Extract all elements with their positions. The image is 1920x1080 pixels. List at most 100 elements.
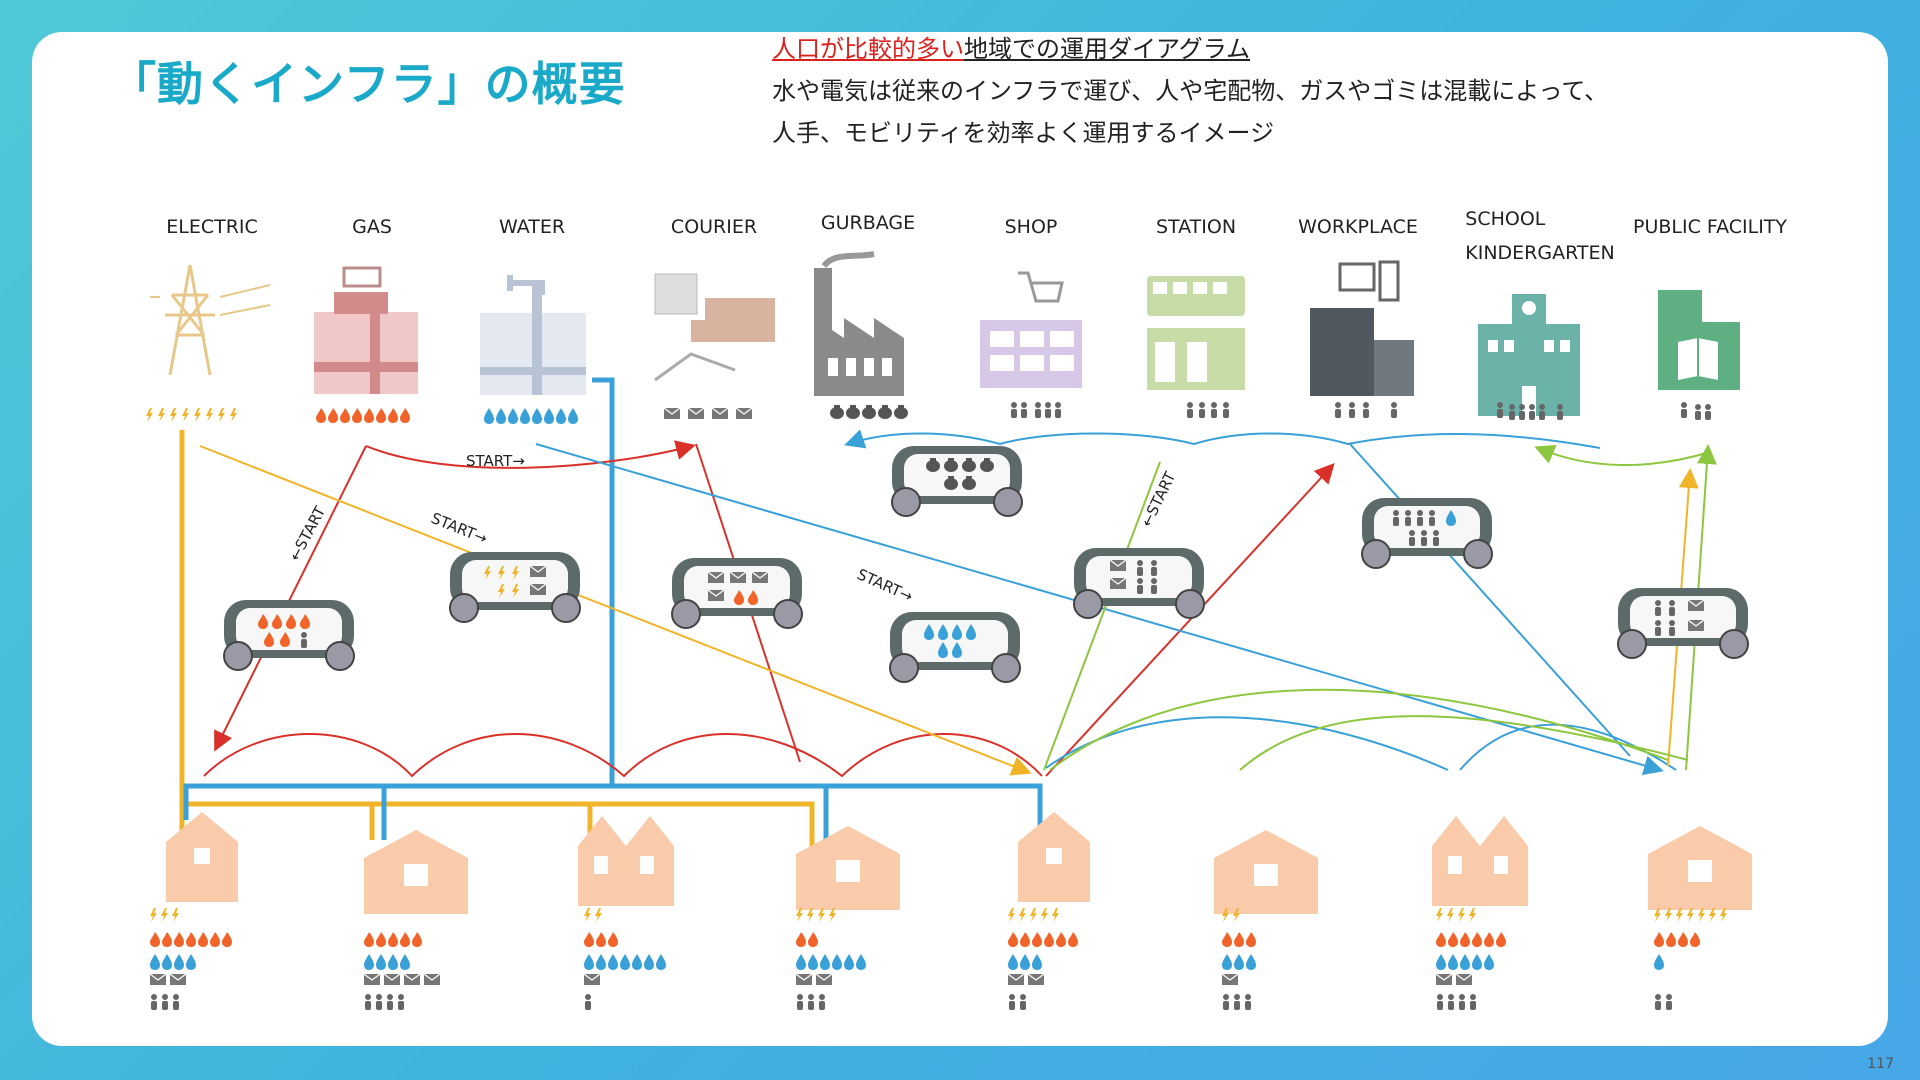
person-glyph xyxy=(376,994,382,1010)
flame-glyph xyxy=(1666,932,1676,947)
flame-glyph xyxy=(608,932,618,947)
mail-glyph xyxy=(1221,973,1239,986)
flame-glyph xyxy=(1032,932,1042,947)
vehicle-electric-mail xyxy=(449,551,581,623)
flame-glyph xyxy=(1246,932,1256,947)
person-glyph xyxy=(808,994,814,1010)
flame-glyph xyxy=(1690,932,1700,947)
house-8 xyxy=(1648,826,1752,910)
drop-glyph xyxy=(608,954,618,970)
flame-glyph xyxy=(174,932,184,947)
vehicle-people-water xyxy=(1361,497,1493,569)
flame-glyph xyxy=(808,932,818,947)
flame-glyph xyxy=(150,932,160,947)
lightning-glyph xyxy=(150,908,157,922)
flame-glyph xyxy=(1008,932,1018,947)
lightning-glyph xyxy=(1709,908,1716,922)
person-glyph xyxy=(1470,994,1476,1010)
factory-icon xyxy=(814,251,904,396)
label-water: WATER xyxy=(498,216,566,238)
drop-glyph xyxy=(644,954,654,970)
drop-glyph xyxy=(1448,954,1458,970)
lightning-glyph xyxy=(1008,908,1015,922)
label-station: STATION xyxy=(1155,216,1237,238)
label-shop: SHOP xyxy=(1004,216,1058,238)
flame-glyph xyxy=(1448,932,1458,947)
lightning-glyph xyxy=(818,908,825,922)
flame-glyph xyxy=(364,932,374,947)
flame-glyph xyxy=(1496,932,1506,947)
drop-glyph xyxy=(1472,954,1482,970)
person-glyph xyxy=(585,994,591,1010)
drop-glyph xyxy=(364,954,374,970)
flame-glyph xyxy=(1472,932,1482,947)
drop-glyph xyxy=(808,954,818,970)
drop-glyph xyxy=(1436,954,1446,970)
lightning-glyph xyxy=(1665,908,1672,922)
label-school: SCHOOL KINDERGARTEN xyxy=(1465,202,1614,270)
mail-glyph xyxy=(423,973,441,986)
person-glyph xyxy=(1223,994,1229,1010)
lightning-glyph xyxy=(796,908,803,922)
drop-glyph xyxy=(150,954,160,970)
house-3 xyxy=(578,816,674,906)
school-icon xyxy=(1478,294,1580,416)
drop-glyph xyxy=(856,954,866,970)
drop-glyph xyxy=(796,954,806,970)
drop-glyph xyxy=(1020,954,1030,970)
mail-glyph xyxy=(815,973,833,986)
mail-glyph xyxy=(583,973,601,986)
top-resources xyxy=(146,402,1711,424)
flame-glyph xyxy=(1484,932,1494,947)
lightning-glyph xyxy=(829,908,836,922)
label-gurbage: GURBAGE xyxy=(820,212,916,234)
person-glyph xyxy=(162,994,168,1010)
flame-glyph xyxy=(1020,932,1030,947)
flame-glyph xyxy=(584,932,594,947)
drop-glyph xyxy=(1008,954,1018,970)
flame-glyph xyxy=(186,932,196,947)
lightning-glyph xyxy=(1698,908,1705,922)
flame-glyph xyxy=(412,932,422,947)
garbage-resources xyxy=(830,405,908,419)
shop-icon xyxy=(980,271,1082,388)
description-line-2: 水や電気は従来のインフラで運び、人や宅配物、ガスやゴミは混載によって、 xyxy=(772,77,1609,105)
drop-glyph xyxy=(174,954,184,970)
mail-glyph xyxy=(383,973,401,986)
person-glyph xyxy=(1009,994,1015,1010)
drop-glyph xyxy=(1654,954,1664,970)
person-glyph xyxy=(1655,994,1661,1010)
start-label: START→ xyxy=(429,509,490,548)
person-glyph xyxy=(365,994,371,1010)
lightning-glyph xyxy=(1469,908,1476,922)
delivery-truck-icon xyxy=(654,273,775,382)
house-5 xyxy=(1018,812,1090,902)
power-tower-icon xyxy=(150,264,271,376)
lightning-glyph xyxy=(1019,908,1026,922)
drop-glyph xyxy=(844,954,854,970)
drop-glyph xyxy=(376,954,386,970)
flame-glyph xyxy=(376,932,386,947)
flame-glyph xyxy=(1222,932,1232,947)
flame-glyph xyxy=(1460,932,1470,947)
library-icon xyxy=(1658,290,1740,390)
drop-glyph xyxy=(632,954,642,970)
drop-glyph xyxy=(820,954,830,970)
drop-glyph xyxy=(186,954,196,970)
water-tank-icon xyxy=(480,275,586,395)
flame-glyph xyxy=(1678,932,1688,947)
house-2 xyxy=(364,830,468,914)
mail-glyph xyxy=(795,973,813,986)
page-number: 117 xyxy=(1867,1056,1894,1072)
drop-glyph xyxy=(388,954,398,970)
description-line-3: 人手、モビリティを効率よく運用するイメージ xyxy=(772,119,1275,147)
mail-glyph xyxy=(1435,973,1453,986)
person-glyph xyxy=(1448,994,1454,1010)
mail-glyph xyxy=(149,973,167,986)
highlight-text: 人口が比較的多い xyxy=(772,35,964,63)
mail-glyph xyxy=(1007,973,1025,986)
flame-glyph xyxy=(1436,932,1446,947)
flame-glyph xyxy=(388,932,398,947)
label-electric: ELECTRIC xyxy=(166,216,258,238)
